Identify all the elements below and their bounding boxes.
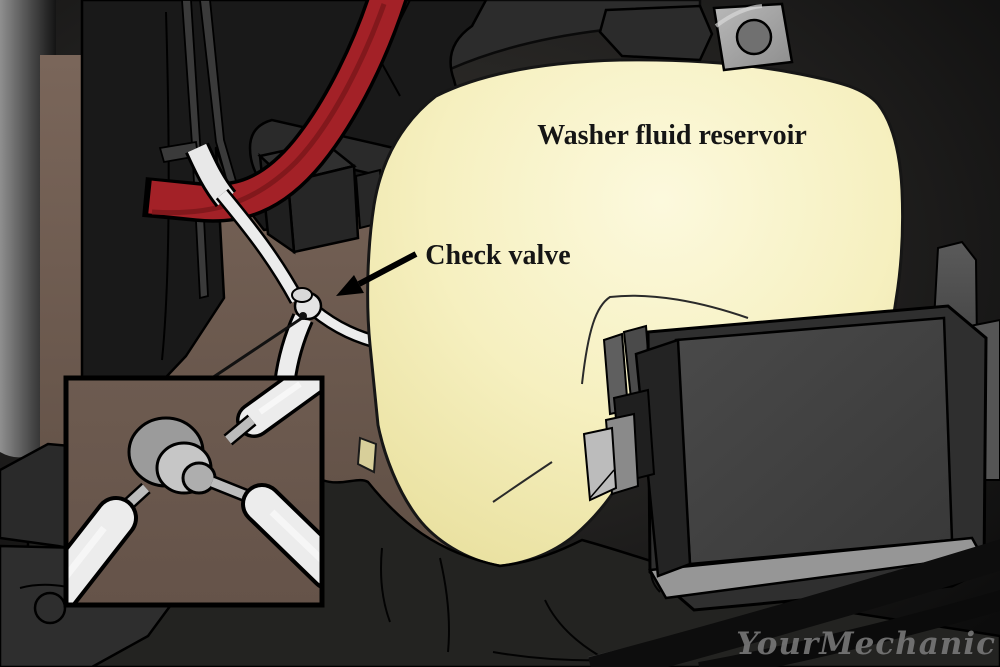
fuse-box-lid [674, 316, 954, 566]
bottom-hoses [587, 539, 1000, 667]
check-valve-label: Check valve [425, 240, 570, 271]
callout-arrow [336, 251, 418, 296]
check-valve-fitting [291, 287, 323, 321]
reservoir-molding-seam [581, 294, 749, 385]
reservoir-label: Washer fluid reservoir [537, 120, 807, 151]
fuse-box [582, 304, 988, 612]
watermark-text: YourMechanic [736, 626, 996, 662]
reservoir-mounting-bracket [598, 2, 794, 72]
reservoir-seam-lower [492, 461, 553, 503]
bracket-bolt-hole [735, 18, 773, 56]
magnifier-leader-line [205, 316, 303, 384]
inset-border [63, 375, 325, 608]
inset-magnifier-box [63, 375, 325, 608]
fuse-box-clip [582, 412, 640, 502]
inset-check-valve-detail [68, 380, 320, 603]
reservoir-side-tab [356, 436, 378, 474]
